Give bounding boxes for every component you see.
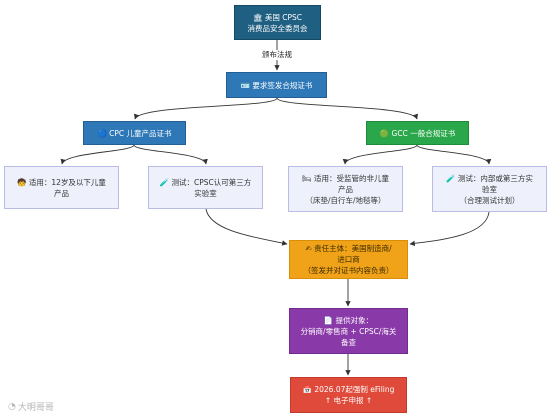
cpc-test-line-1: 测试：CPSC认可第三方 [171, 177, 252, 187]
gcc-test-node: 🧪 测试：内部或第三方实 验室 （合理测试计划） [432, 166, 547, 212]
gcc-scope-node: 🛏 适用：受监管的非儿童 产品 （床垫/自行车/地毯等） [288, 166, 403, 212]
government-building-icon: 🏛 [252, 12, 263, 22]
cpc-scope-line-2: 产品 [54, 188, 69, 198]
cpc-scope-line-1: 适用：12岁及以下儿童 [28, 177, 106, 187]
gcc-scope-line-3: （床垫/自行车/地毯等） [305, 195, 386, 205]
test-tube-icon: 🧪 [159, 177, 170, 187]
cpsc-root-node: 🏛 美国 CPSC 消费品安全委员会 [234, 5, 321, 40]
requirement-node: 🪪 要求签发合规证书 [226, 72, 327, 98]
edge-cpc-test [133, 144, 208, 165]
gcc-test-line-2: 验室 [482, 184, 497, 194]
efiling-line-2: ↑ 电子申报 ↑ [324, 396, 373, 405]
blue-circle-icon: 🔵 [97, 128, 107, 138]
cpc-test-line-2: 实验室 [194, 188, 217, 198]
cpc-test-node: 🧪 测试：CPSC认可第三方 实验室 [148, 166, 263, 209]
edge-requirement-gcc [276, 97, 418, 120]
edge-gcc-scope [342, 144, 418, 165]
edge-gcctest-responsible [409, 211, 490, 247]
watermark-text: 大明哥哥 [17, 403, 54, 413]
test-tube-icon: 🧪 [446, 173, 456, 183]
provide-line-2: 分销商/零售商 + CPSC/海关 [300, 326, 397, 336]
gcc-text: GCC 一般合规证书 [391, 128, 456, 138]
bed-icon: 🛏 [302, 173, 312, 183]
edge-cpc-scope [60, 144, 135, 165]
calendar-icon: 📅 [302, 385, 312, 394]
cpc-scope-node: 🧒 适用：12岁及以下儿童 产品 [4, 166, 119, 209]
cpc-text: CPC 儿童产品证书 [109, 128, 172, 138]
watermark-logo-icon: ◔ [8, 401, 16, 412]
child-face-icon: 🧒 [17, 177, 27, 187]
provide-line-3: 备查 [341, 337, 356, 347]
responsible-party-node: ✍ 责任主体：美国制造商/ 进口商 （签发并对证书内容负责） [289, 240, 408, 279]
green-circle-icon: 🟢 [379, 128, 390, 138]
gcc-test-line-1: 测试：内部或第三方实 [457, 173, 533, 183]
edge-cpctest-responsible [205, 208, 288, 246]
gcc-scope-line-1: 适用：受监管的非儿童 [313, 173, 389, 183]
responsible-line-1: 责任主体：美国制造商/ [314, 244, 392, 253]
root-line-2: 消费品安全委员会 [247, 23, 308, 33]
root-line-1: 美国 CPSC [264, 12, 303, 22]
edge-requirement-cpc [134, 97, 278, 120]
document-icon: 📄 [323, 315, 334, 325]
cpc-node: 🔵 CPC 儿童产品证书 [83, 121, 186, 145]
efiling-node: 📅 2026.07起强制 eFiling ↑ 电子申报 ↑ [290, 377, 407, 413]
edge-gcc-test [416, 144, 492, 165]
edge-label-issue-regulations: 颁布法规 [261, 50, 293, 60]
efiling-line-1: 2026.07起强制 eFiling [314, 385, 395, 394]
provide-to-node: 📄 提供对象： 分销商/零售商 + CPSC/海关 备查 [289, 308, 408, 354]
id-card-icon: 🪪 [240, 80, 250, 90]
gcc-test-line-3: （合理测试计划） [459, 195, 520, 205]
provide-line-1: 提供对象： [335, 315, 374, 325]
requirement-text: 要求签发合规证书 [252, 80, 313, 90]
gcc-node: 🟢 GCC 一般合规证书 [366, 121, 469, 145]
watermark: ◔ 大明哥哥 [8, 400, 54, 414]
responsible-line-2: 进口商 [337, 255, 360, 264]
writing-hand-icon: ✍ [305, 244, 312, 253]
responsible-line-3: （签发并对证书内容负责） [303, 266, 394, 275]
gcc-scope-line-2: 产品 [338, 184, 353, 194]
